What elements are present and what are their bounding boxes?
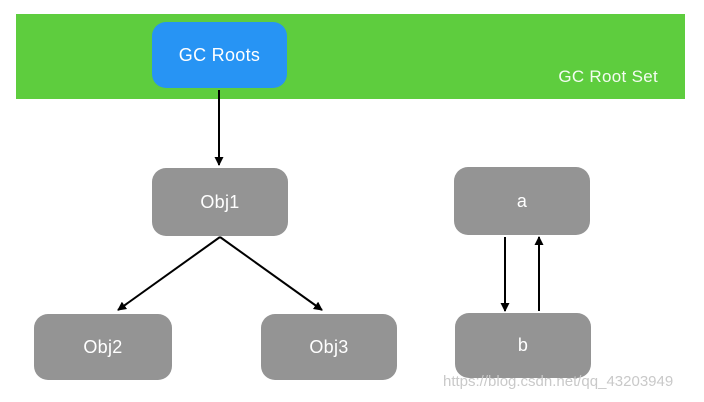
node-obj1-label: Obj1: [200, 191, 240, 212]
node-gc-roots-label: GC Roots: [178, 44, 261, 65]
node-gc-roots: GC Roots: [152, 22, 287, 88]
node-obj3-label: Obj3: [309, 336, 349, 357]
csdn-watermark: https://blog.csdn.net/qq_43203949: [443, 373, 674, 390]
gc-root-set-banner: GC Root Set: [16, 14, 685, 99]
node-obj2: Obj2: [34, 314, 172, 380]
node-obj2-label: Obj2: [83, 336, 123, 357]
gc-root-set-label: GC Root Set: [558, 67, 658, 86]
node-obj1: Obj1: [152, 168, 288, 236]
node-obj3: Obj3: [261, 314, 397, 380]
node-b: b: [455, 313, 591, 378]
edge-obj1-obj3-arrow: [219, 236, 323, 311]
edge-obj1-obj2-arrow: [117, 236, 221, 311]
node-a: a: [454, 167, 590, 235]
node-b-label: b: [517, 335, 529, 355]
node-a-label: a: [516, 190, 528, 211]
